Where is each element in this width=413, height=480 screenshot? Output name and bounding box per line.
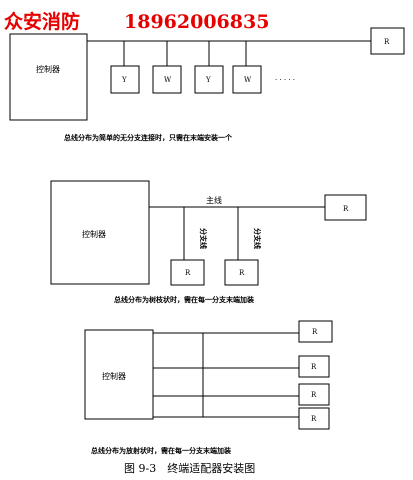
company-name: 众安消防	[4, 10, 80, 33]
device-label: W	[164, 76, 172, 84]
controller-box	[50, 180, 150, 285]
phone-number: 18962006835	[124, 11, 269, 33]
terminator-label: R	[311, 415, 317, 423]
terminator-box	[324, 194, 367, 221]
branch-line-label: 分支线	[199, 228, 208, 249]
device-box	[110, 65, 140, 94]
terminator-label: R	[311, 363, 317, 371]
caption-1: 总线分布为简单的无分支连接时，只需在末端安装一个	[64, 133, 233, 142]
device-box	[152, 65, 182, 94]
branch-line-label: 分支线	[253, 228, 262, 249]
terminator-box	[298, 383, 330, 406]
caption-2: 总线分布为树枝状时，需在每一分支末端加装	[114, 295, 254, 304]
device-label: Y	[121, 76, 127, 84]
terminator-box	[370, 27, 405, 55]
terminator-box	[224, 259, 259, 286]
caption-3: 总线分布为放射状时，需在每一分支末端加装	[91, 446, 231, 455]
terminator-label: R	[312, 328, 318, 336]
controller-box	[84, 329, 154, 420]
device-box	[194, 65, 224, 94]
device-label: Y	[205, 76, 211, 84]
device-box	[232, 65, 262, 94]
terminator-label: R	[311, 391, 317, 399]
device-label: W	[244, 76, 252, 84]
controller-label: 控制器	[82, 229, 106, 239]
controller-label: 控制器	[36, 64, 60, 74]
diagram-3-radial	[84, 320, 333, 430]
diagram-2-tree	[50, 180, 367, 286]
terminator-box	[170, 259, 205, 286]
terminator-box	[298, 355, 330, 378]
ellipsis: · · · · ·	[275, 76, 295, 84]
terminator-label: R	[384, 38, 390, 46]
figure-caption: 图 9-3 终端适配器安装图	[124, 461, 255, 475]
terminator-label: R	[239, 269, 245, 277]
main-line-label: 主线	[206, 195, 222, 205]
terminator-box	[298, 320, 333, 343]
terminator-label: R	[185, 269, 191, 277]
controller-box	[9, 33, 88, 121]
terminator-label: R	[343, 205, 349, 213]
terminator-box	[298, 407, 330, 430]
diagram-1-no-branch	[9, 27, 405, 121]
controller-label: 控制器	[102, 371, 126, 381]
